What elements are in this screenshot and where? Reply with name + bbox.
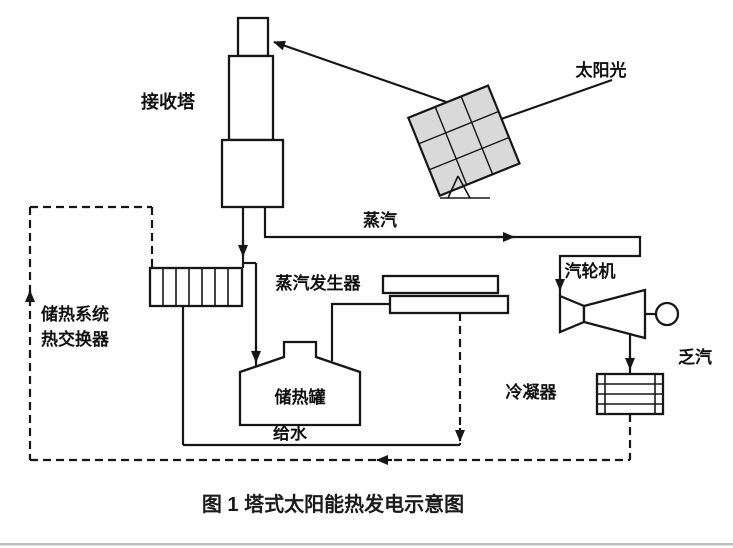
storage-tank: [238, 340, 362, 427]
bottom-rule: [0, 543, 733, 546]
storage-system-label-line1: 储热系统: [41, 304, 109, 324]
figure-caption: 图 1 塔式太阳能热发电示意图: [202, 492, 464, 516]
feedwater-label: 给水: [273, 423, 308, 443]
steam-turbine: [558, 288, 680, 340]
sunlight-label: 太阳光: [576, 60, 627, 80]
exhaust-steam-label: 乏汽: [678, 347, 712, 367]
heliostat-mirror: [406, 84, 521, 198]
condenser-label: 冷凝器: [506, 382, 558, 402]
condenser: [595, 372, 665, 416]
receiver-tower-label: 接收塔: [141, 91, 196, 112]
heliostat: [406, 84, 521, 199]
storage-system-label-line2: 热交换器: [41, 329, 110, 349]
receiver-tower: [220, 16, 285, 209]
turbine-inlet-nozzle: [558, 294, 586, 334]
steam-label: 蒸汽: [363, 210, 397, 230]
storage-loop-dashed-lines: [25, 205, 632, 465]
turbine-label: 汽轮机: [565, 261, 616, 281]
storage-heat-exchanger-coil: [148, 266, 244, 308]
steam-generator-label: 蒸汽发生器: [276, 273, 362, 293]
heliostat-stand: [440, 175, 490, 199]
steam-generator-drums: [381, 274, 510, 315]
diagram-labels: 接收塔 太阳光 蒸汽 蒸汽发生器 汽轮机 乏汽 冷凝器 储热系统 热交换器 储热…: [41, 60, 712, 443]
steam-main-line: [263, 207, 642, 296]
process-lines: [181, 207, 642, 447]
drum-tank-connector: [330, 302, 390, 361]
generator-circle: [654, 301, 680, 327]
turbine-body: [582, 288, 647, 340]
storage-tank-label: 储热罐: [275, 387, 326, 407]
